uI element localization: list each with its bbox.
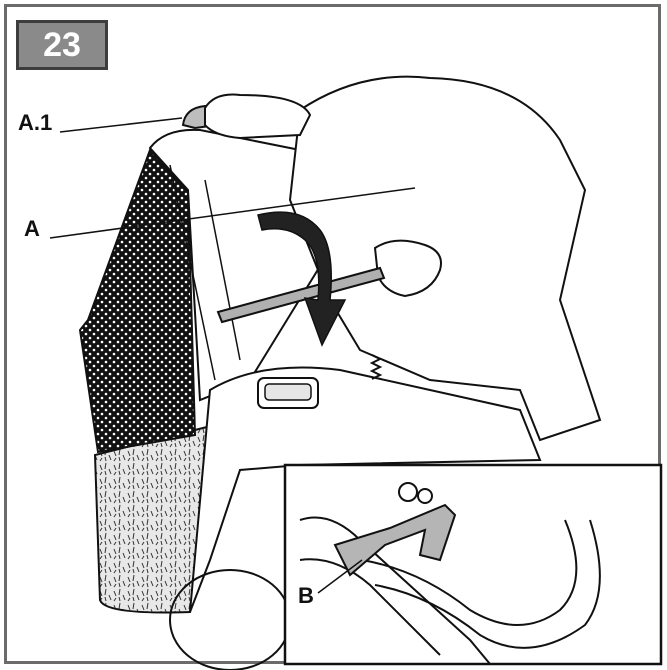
callout-a: A: [24, 216, 40, 241]
operator-hand-top: [204, 93, 312, 140]
leader-a1: [59, 117, 183, 133]
hook-bracket-b: [333, 503, 457, 577]
leader-a: [49, 187, 416, 239]
inset-tube: [361, 519, 578, 626]
leader-b: [317, 559, 363, 594]
spring: [369, 354, 383, 380]
wheel: [169, 569, 291, 670]
operator-hand-lever: [373, 239, 442, 298]
rotation-arrow: [257, 211, 347, 347]
operator-torso: [288, 75, 602, 442]
inset-rod-lower: [299, 558, 441, 656]
mower-body: [189, 366, 542, 613]
callout-b: B: [298, 583, 314, 608]
mesh-bag-side: [78, 148, 197, 454]
callout-a1: A.1: [18, 110, 53, 135]
detail-inset-box: [283, 463, 663, 666]
step-number-badge: 23: [16, 20, 108, 70]
bolt: [398, 482, 418, 502]
